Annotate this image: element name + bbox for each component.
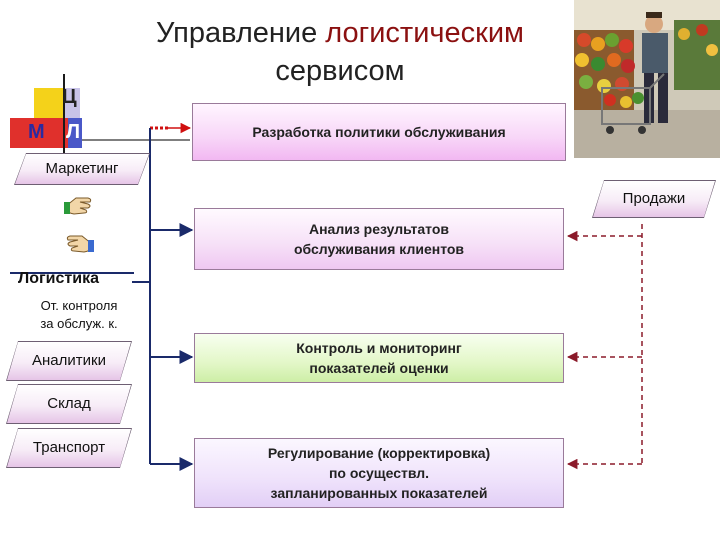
analytics-label: Аналитики (7, 342, 131, 380)
logo-letter-c: Ц (62, 86, 77, 108)
shopping-photo (574, 0, 720, 158)
title-part-2: логистическим (325, 17, 524, 49)
analytics-node: Аналитики (6, 341, 132, 381)
logo-letter-l: Л (66, 121, 81, 143)
logo-divider (63, 74, 65, 154)
warehouse-node: Склад (6, 384, 132, 424)
sales-node: Продажи (592, 180, 716, 218)
logo-red-block (10, 118, 68, 148)
marketing-label: Маркетинг (15, 154, 149, 184)
logo-letter-m: М (28, 121, 45, 143)
control-line-1: От. контроля (40, 298, 118, 313)
transport-label: Транспорт (7, 429, 131, 467)
page-title: Управление логистическим сервисом (120, 14, 560, 90)
box-service-policy: Разработка политики обслуживания (192, 103, 566, 161)
logistika-underline (10, 272, 134, 274)
hand-pointing-icon-lower (64, 232, 94, 263)
title-line-2: сервисом (275, 55, 405, 87)
box-regulation-line-1: Регулирование (корректировка) (267, 445, 491, 461)
box-regulation-line-2: по осуществл. (328, 465, 430, 481)
box-regulation-line-3: запланированных показателей (270, 485, 488, 501)
logo-yellow-block (34, 88, 64, 118)
box-regulation: Регулирование (корректировка) по осущест… (194, 438, 564, 508)
sales-label: Продажи (593, 181, 715, 217)
logo-blue-block (68, 118, 82, 148)
marketing-node: Маркетинг (14, 153, 150, 185)
hand-pointing-icon-upper (64, 192, 94, 223)
box-monitoring-line-2: показателей оценки (309, 360, 449, 376)
control-department-label: От. контроля за обслуж. к. (14, 297, 144, 333)
warehouse-label: Склад (7, 385, 131, 423)
box-service-policy-line-1: Разработка политики обслуживания (252, 124, 506, 140)
box-results-analysis: Анализ результатов обслуживания клиентов (194, 208, 564, 270)
transport-node: Транспорт (6, 428, 132, 468)
logistika-label: Логистика (18, 270, 99, 287)
logo-lilac-block (64, 88, 80, 118)
control-line-2: за обслуж. к. (40, 316, 118, 331)
box-results-analysis-line-1: Анализ результатов (308, 221, 449, 237)
title-part-1: Управление (156, 17, 326, 49)
box-monitoring: Контроль и мониторинг показателей оценки (194, 333, 564, 383)
box-monitoring-line-1: Контроль и мониторинг (296, 340, 462, 356)
box-results-analysis-line-2: обслуживания клиентов (293, 241, 465, 257)
